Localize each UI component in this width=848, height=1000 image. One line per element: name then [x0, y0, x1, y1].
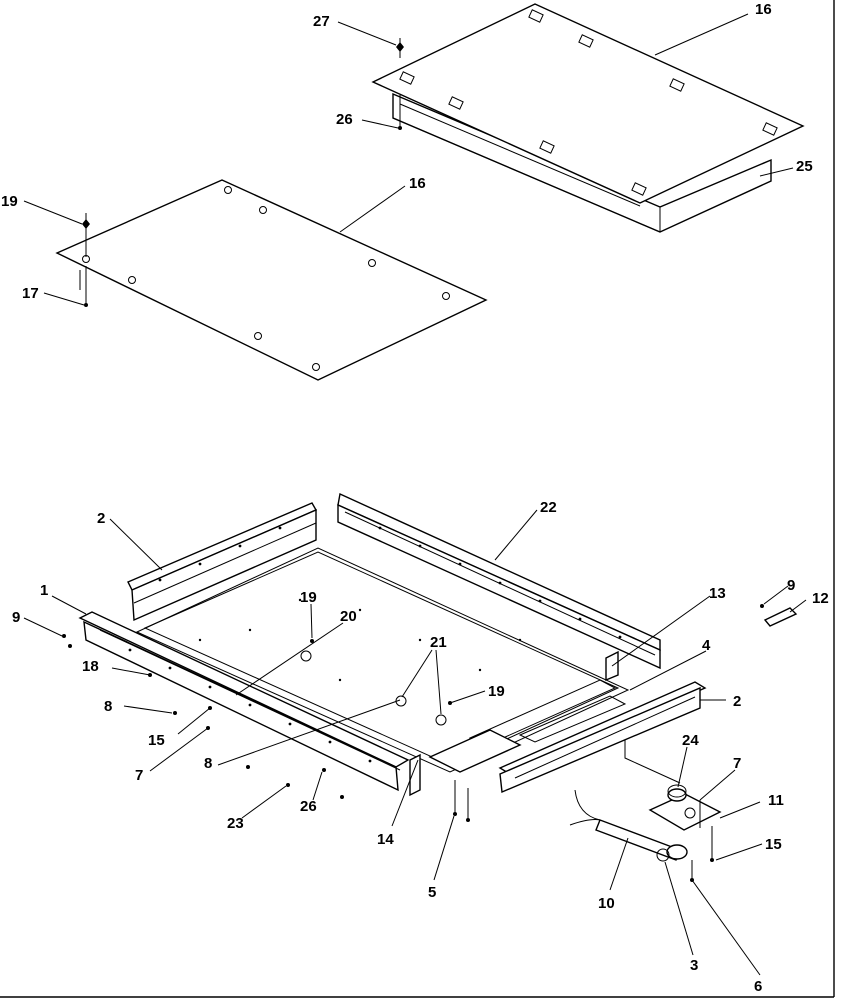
- label-19-center: 19: [300, 589, 317, 606]
- label-7-left: 7: [135, 767, 143, 784]
- label-20: 20: [340, 608, 357, 625]
- label-10: 10: [598, 895, 615, 912]
- label-11: 11: [768, 792, 784, 809]
- label-7-right: 7: [733, 755, 741, 772]
- label-13: 13: [709, 585, 726, 602]
- leader-lines: [23, 13, 807, 976]
- label-6: 6: [754, 978, 762, 995]
- label-8-lower: 8: [204, 755, 212, 772]
- label-5: 5: [428, 884, 436, 901]
- label-4: 4: [702, 637, 711, 654]
- label-16-left: 16: [409, 175, 426, 192]
- label-2-right-rail: 2: [733, 693, 741, 710]
- label-23: 23: [227, 815, 244, 832]
- label-22: 22: [540, 499, 557, 516]
- label-26-bottom: 26: [300, 798, 317, 815]
- label-8-upper: 8: [104, 698, 112, 715]
- top-panel-left: [55, 179, 488, 381]
- label-27: 27: [313, 13, 330, 30]
- label-15-left: 15: [148, 732, 165, 749]
- base-frame: [62, 492, 798, 822]
- label-26-top: 26: [336, 111, 353, 128]
- label-1: 1: [40, 582, 48, 599]
- label-2-left-rail: 2: [97, 510, 105, 527]
- label-12: 12: [812, 590, 829, 607]
- valve-bracket-assembly: [569, 740, 722, 882]
- label-19-left: 19: [1, 193, 18, 210]
- label-15-right: 15: [765, 836, 782, 853]
- label-9-left: 9: [12, 609, 20, 626]
- label-25: 25: [796, 158, 813, 175]
- callout-labels: 27 16 26 25 19 16 17 2 22 1 9 9 12 13 19…: [1, 1, 829, 995]
- label-21: 21: [430, 634, 447, 651]
- top-panel-right: [371, 3, 805, 233]
- label-18: 18: [82, 658, 99, 675]
- label-19-right: 19: [488, 683, 505, 700]
- label-9-right: 9: [787, 577, 795, 594]
- label-24: 24: [682, 732, 699, 749]
- label-16-top: 16: [755, 1, 772, 18]
- label-17: 17: [22, 285, 39, 302]
- label-14: 14: [377, 831, 394, 848]
- label-3: 3: [690, 957, 698, 974]
